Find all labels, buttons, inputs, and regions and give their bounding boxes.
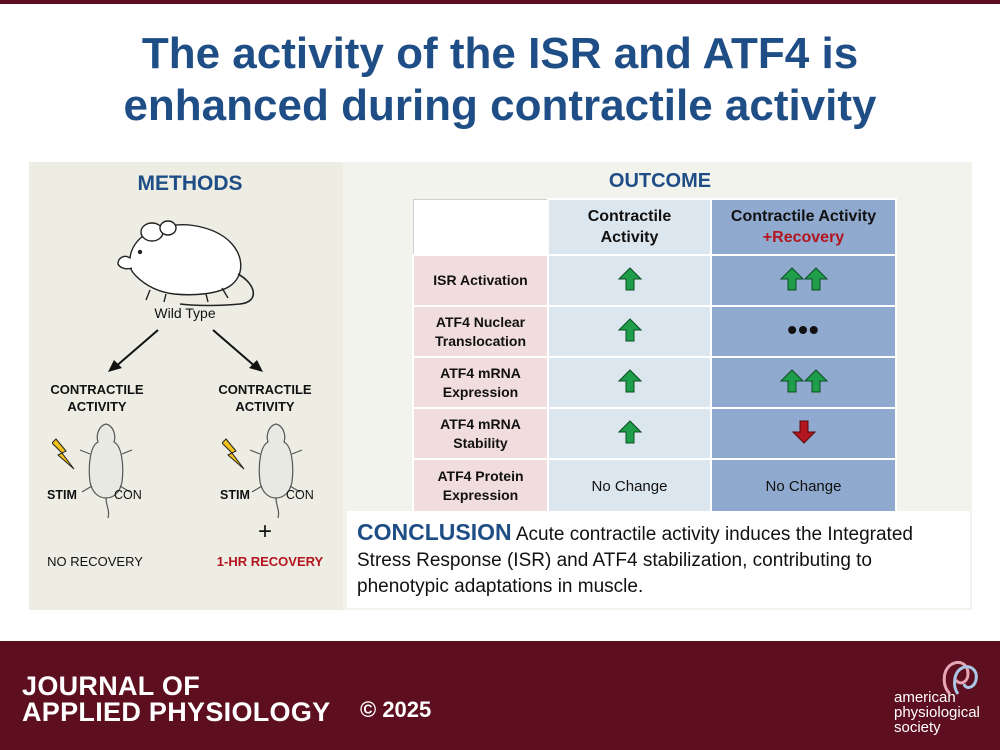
- row-label-line1: ATF4 mRNA: [440, 364, 521, 381]
- cell-c2: [710, 254, 897, 307]
- cell-c1: [547, 254, 712, 307]
- row-label: ATF4 mRNA Expression: [412, 356, 549, 409]
- row-label-line1: ATF4 Protein: [437, 468, 524, 484]
- page-title: The activity of the ISR and ATF4 is enha…: [0, 28, 1000, 132]
- left-contractile-label: CONTRACTILE ACTIVITY: [32, 381, 162, 415]
- cell-c2: No Change: [710, 458, 897, 514]
- row-label: ISR Activation: [412, 254, 549, 307]
- row-label-line2: Expression: [442, 487, 519, 503]
- cell-c1: [547, 407, 712, 460]
- top-bar: [0, 0, 1000, 4]
- society-line1: american: [894, 689, 956, 706]
- row-label-line1: ISR Activation: [433, 272, 528, 288]
- cell-c2: [710, 356, 897, 409]
- left-con-label: CON: [114, 488, 142, 502]
- table-row: ATF4 mRNA Stability: [412, 407, 897, 460]
- no-change-dots: •••: [787, 314, 820, 345]
- col2-line2: +Recovery: [762, 229, 845, 246]
- col-header-contractile: Contractile Activity: [547, 198, 712, 256]
- green-up-arrow-icon: [803, 266, 828, 290]
- green-up-arrow-icon: [617, 419, 642, 443]
- col-header-recovery: Contractile Activity +Recovery: [710, 198, 897, 256]
- green-up-arrow-icon: [779, 266, 804, 290]
- society-line3: society: [894, 719, 941, 736]
- col1-line2: Activity: [600, 229, 659, 246]
- right-contractile-label: CONTRACTILE ACTIVITY: [200, 381, 330, 415]
- row-label: ATF4 Nuclear Translocation: [412, 305, 549, 358]
- mouse-icon: [117, 220, 255, 307]
- green-up-arrow-icon: [779, 368, 804, 392]
- plus-sign: +: [258, 518, 273, 545]
- outcome-heading: OUTCOME: [608, 170, 712, 192]
- row-label-line2: Translocation: [434, 332, 527, 349]
- arrow-left-icon: [108, 329, 159, 372]
- title-line-1: The activity of the ISR and ATF4 is: [141, 29, 859, 78]
- table-row: ATF4 mRNA Expression: [412, 356, 897, 409]
- right-label-line1: CONTRACTILE: [218, 382, 312, 397]
- col1-line1: Contractile: [587, 208, 672, 225]
- recovery-label: 1-HR RECOVERY: [216, 554, 324, 569]
- green-up-arrow-icon: [617, 368, 642, 392]
- row-label-line2: Stability: [453, 434, 508, 451]
- mouse-body-icon: [249, 423, 303, 519]
- right-stim-label: STIM: [220, 488, 250, 502]
- lightning-bolt-icon: [52, 438, 75, 470]
- mouse-body-icon: [79, 423, 133, 519]
- table-header-row: Contractile Activity Contractile Activit…: [412, 198, 897, 256]
- title-line-2: enhanced during contractile activity: [123, 81, 877, 130]
- conclusion-box: CONCLUSION Acute contractile activity in…: [347, 511, 970, 608]
- lightning-bolt-icon: [222, 438, 245, 470]
- journal-name-line1: JOURNAL OF: [22, 671, 201, 701]
- conclusion-heading: CONCLUSION: [357, 519, 512, 545]
- arrow-right-icon: [212, 329, 263, 372]
- table-row: ATF4 Nuclear Translocation •••: [412, 305, 897, 358]
- table-row: ISR Activation: [412, 254, 897, 307]
- society-name: american physiological society: [894, 690, 980, 735]
- copyright: © 2025: [360, 697, 432, 722]
- no-recovery-label: NO RECOVERY: [47, 554, 143, 569]
- col2-line1: Contractile Activity: [730, 208, 877, 225]
- aps-logo-icon: [942, 660, 978, 696]
- left-label-line2: ACTIVITY: [67, 399, 127, 414]
- left-label-line1: CONTRACTILE: [50, 382, 144, 397]
- cell-c2: •••: [710, 305, 897, 358]
- cell-c1: [547, 356, 712, 409]
- left-stim-label: STIM: [47, 488, 77, 502]
- cell-c2: [710, 407, 897, 460]
- society-line2: physiological: [894, 704, 980, 721]
- green-up-arrow-icon: [617, 317, 642, 341]
- row-label-line2: Expression: [442, 383, 519, 400]
- row-label-line1: ATF4 Nuclear: [435, 313, 526, 330]
- journal-name-line2: APPLIED PHYSIOLOGY: [22, 697, 331, 727]
- row-label: ATF4 mRNA Stability: [412, 407, 549, 460]
- conclusion-text: Acute contractile activity induces the I…: [357, 524, 913, 597]
- footer-bar: [0, 641, 1000, 750]
- right-label-line2: ACTIVITY: [235, 399, 295, 414]
- green-up-arrow-icon: [617, 266, 642, 290]
- outcome-table: Contractile Activity Contractile Activit…: [412, 198, 897, 514]
- table-row: ATF4 Protein Expression No Change No Cha…: [412, 458, 897, 514]
- cell-c1: No Change: [547, 458, 712, 514]
- table-corner: [412, 198, 549, 256]
- row-label-line1: ATF4 mRNA: [440, 415, 521, 432]
- row-label: ATF4 Protein Expression: [412, 458, 549, 514]
- wild-type-label: Wild Type: [154, 305, 216, 321]
- methods-heading: METHODS: [137, 172, 243, 195]
- cell-c1: [547, 305, 712, 358]
- green-up-arrow-icon: [803, 368, 828, 392]
- right-con-label: CON: [286, 488, 314, 502]
- red-down-arrow-icon: [791, 420, 816, 444]
